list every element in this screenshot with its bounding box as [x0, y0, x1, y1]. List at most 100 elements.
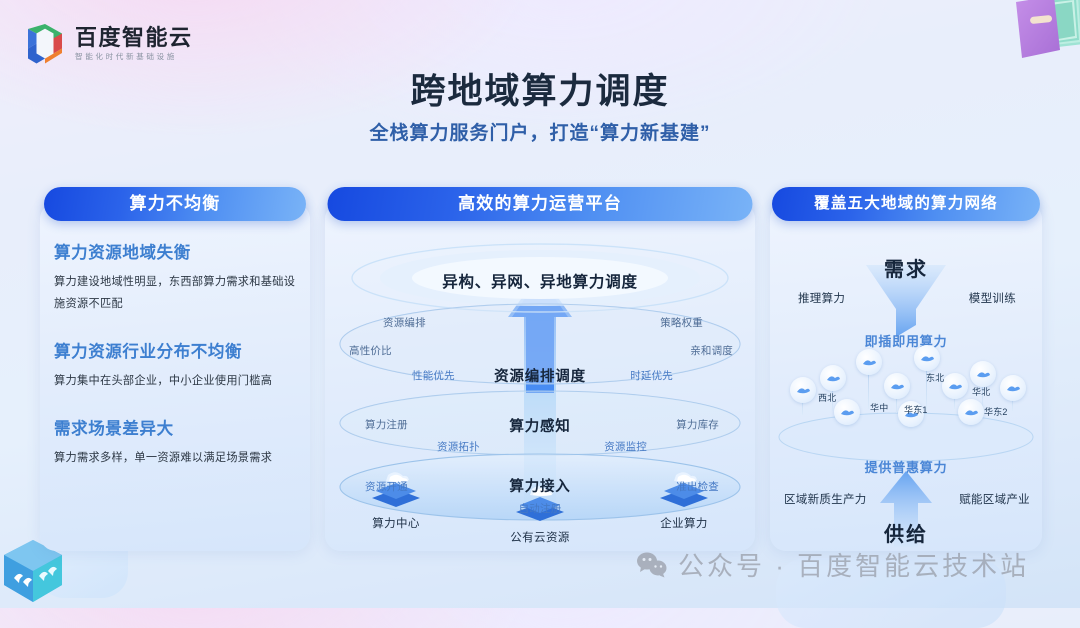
map-stem [832, 377, 833, 411]
layer3-tag-0: 资源开通 [365, 481, 408, 493]
cloud-node-icon [976, 371, 990, 377]
region-label-5: 华东2 [984, 407, 1008, 417]
left-panel-header: 算力不均衡 [44, 187, 306, 221]
layer3-tag-2: 自动注册 [518, 503, 562, 515]
supply-tag-1: 赋能区域产业 [959, 494, 1030, 506]
layer1-tag-0: 资源编排 [383, 317, 426, 329]
panel-network: 覆盖五大地域的算力网络 需求 推理算力 模型训练 即插即用算力 [770, 187, 1042, 551]
source-node-label: 算力中心 [372, 518, 420, 530]
cloud-node-icon [904, 411, 918, 417]
cloud-node-icon [826, 375, 840, 381]
item-description: 算力建设地域性明显，东西部算力需求和基础设施资源不匹配 [54, 276, 296, 310]
list-item: 需求场景差异大 算力需求多样，单一资源难以满足场景需求 [54, 415, 296, 470]
layer2-title: 算力感知 [509, 419, 571, 435]
region-map: 西北 华中 华东1 东北 华北 华东2 [776, 345, 1036, 463]
region-node [942, 373, 968, 399]
layer2-tag-3: 资源监控 [604, 441, 647, 453]
panel-imbalance: 算力不均衡 算力资源地域失衡 算力建设地域性明显，东西部算力需求和基础设施资源不… [40, 187, 310, 551]
source-node-2: 企业算力 [641, 469, 727, 531]
cloud-node-icon [1006, 385, 1020, 391]
down-arrow-icon [866, 265, 946, 337]
source-node-label: 企业算力 [660, 518, 708, 530]
inclusive-compute-label: 提供普惠算力 [864, 460, 948, 475]
map-stem [926, 357, 927, 411]
baidu-cloud-logo-icon [28, 24, 62, 64]
supply-label: 供给 [884, 524, 928, 546]
panel-platform: 高效的算力运营平台 [325, 187, 755, 551]
cloud-node-icon [840, 409, 854, 415]
region-label-1: 华中 [870, 403, 889, 413]
upward-arrow-icon [508, 273, 572, 505]
top-ring-shape [350, 241, 730, 315]
page-title: 跨地域算力调度 [410, 72, 670, 111]
region-node [970, 361, 996, 387]
cloud-node-icon [796, 387, 810, 393]
source-node-label: 公有云资源 [510, 532, 570, 544]
demand-tag-0: 推理算力 [798, 293, 846, 305]
demand-tag-1: 模型训练 [968, 293, 1016, 305]
cloud-node-icon [948, 383, 962, 389]
layer3-title: 算力接入 [509, 479, 571, 495]
layer3-tag-1: 准出检查 [676, 481, 719, 493]
cloud-node-icon [890, 383, 904, 389]
region-node [834, 399, 860, 425]
item-description: 算力需求多样，单一资源难以满足场景需求 [54, 451, 273, 464]
server-node-icon [516, 486, 564, 521]
center-panel-header: 高效的算力运营平台 [327, 187, 753, 221]
item-heading: 需求场景差异大 [54, 419, 174, 438]
supply-tag-0: 区域新质生产力 [784, 494, 867, 506]
page-subtitle: 全栈算力服务门户，打造“算力新基建” [369, 123, 711, 144]
layer1-tag-5: 时延优先 [630, 370, 673, 382]
brand-logo: 百度智能云 智能化时代新基础设施 [24, 22, 193, 66]
cloud-node-icon [964, 409, 978, 415]
top-ring-title: 异构、异网、异地算力调度 [442, 274, 638, 291]
list-item: 算力资源地域失衡 算力建设地域性明显，东西部算力需求和基础设施资源不匹配 [54, 239, 296, 316]
right-panel-header: 覆盖五大地域的算力网络 [772, 187, 1040, 221]
watermark: 公众号 · 百度智能云技术站 [636, 546, 1029, 583]
layer1-tag-2: 高性价比 [349, 345, 392, 357]
server-node-icon [372, 472, 420, 507]
up-arrow-icon [880, 471, 932, 547]
region-label-2: 华东1 [904, 405, 928, 415]
item-heading: 算力资源行业分布不均衡 [54, 342, 243, 361]
source-node-0: 算力中心 [353, 469, 439, 531]
cloud-node-icon [862, 359, 876, 365]
region-node [1000, 375, 1026, 401]
item-description: 算力集中在头部企业，中小企业使用门槛高 [54, 374, 273, 387]
demand-label: 需求 [884, 259, 928, 281]
layer1-tag-3: 亲和调度 [690, 345, 733, 357]
list-item: 算力资源行业分布不均衡 算力集中在头部企业，中小企业使用门槛高 [54, 338, 296, 393]
region-node [898, 401, 924, 427]
layer1-tag-4: 性能优先 [412, 370, 455, 382]
layer2-tag-2: 资源拓扑 [437, 441, 480, 453]
layer2-tag-0: 算力注册 [365, 419, 408, 431]
server-node-icon [660, 472, 708, 507]
region-label-4: 华北 [972, 387, 991, 397]
region-node [856, 349, 882, 375]
layer2-tag-1: 算力库存 [676, 419, 719, 431]
wechat-icon [637, 552, 667, 577]
book-decoration-icon [1016, 0, 1080, 58]
slide-root: 百度智能云 智能化时代新基础设施 跨地域算力调度 全栈算力服务门户，打造“算力新… [4, 0, 1080, 628]
region-node [914, 345, 940, 371]
layer1-title: 资源编排调度 [494, 369, 586, 385]
map-stem [982, 373, 983, 409]
source-nodes: 算力中心 公有云资源 [325, 469, 755, 545]
left-panel-content: 算力资源地域失衡 算力建设地域性明显，东西部算力需求和基础设施资源不匹配 算力资… [54, 239, 296, 491]
map-stem [896, 385, 897, 413]
source-node-1: 公有云资源 [497, 483, 583, 545]
logo-name: 百度智能云 [75, 25, 193, 51]
panel-background [40, 203, 310, 551]
layer1-tag-1: 策略权重 [660, 317, 703, 329]
logo-tagline: 智能化时代新基础设施 [75, 52, 177, 62]
cloud-node-icon [920, 355, 934, 361]
map-stem [868, 361, 869, 409]
item-heading: 算力资源地域失衡 [54, 244, 191, 262]
network-diagram: 需求 推理算力 模型训练 即插即用算力 [770, 203, 1042, 551]
layer1-ring-shape [338, 301, 742, 387]
platform-stack: 异构、异网、异地算力调度 资源编排调度 资源编排 策略权重 高性价比 亲和调度 … [325, 233, 755, 551]
region-label-3: 东北 [926, 373, 945, 383]
region-node [820, 365, 846, 391]
region-node [958, 399, 984, 425]
region-node [884, 373, 910, 399]
